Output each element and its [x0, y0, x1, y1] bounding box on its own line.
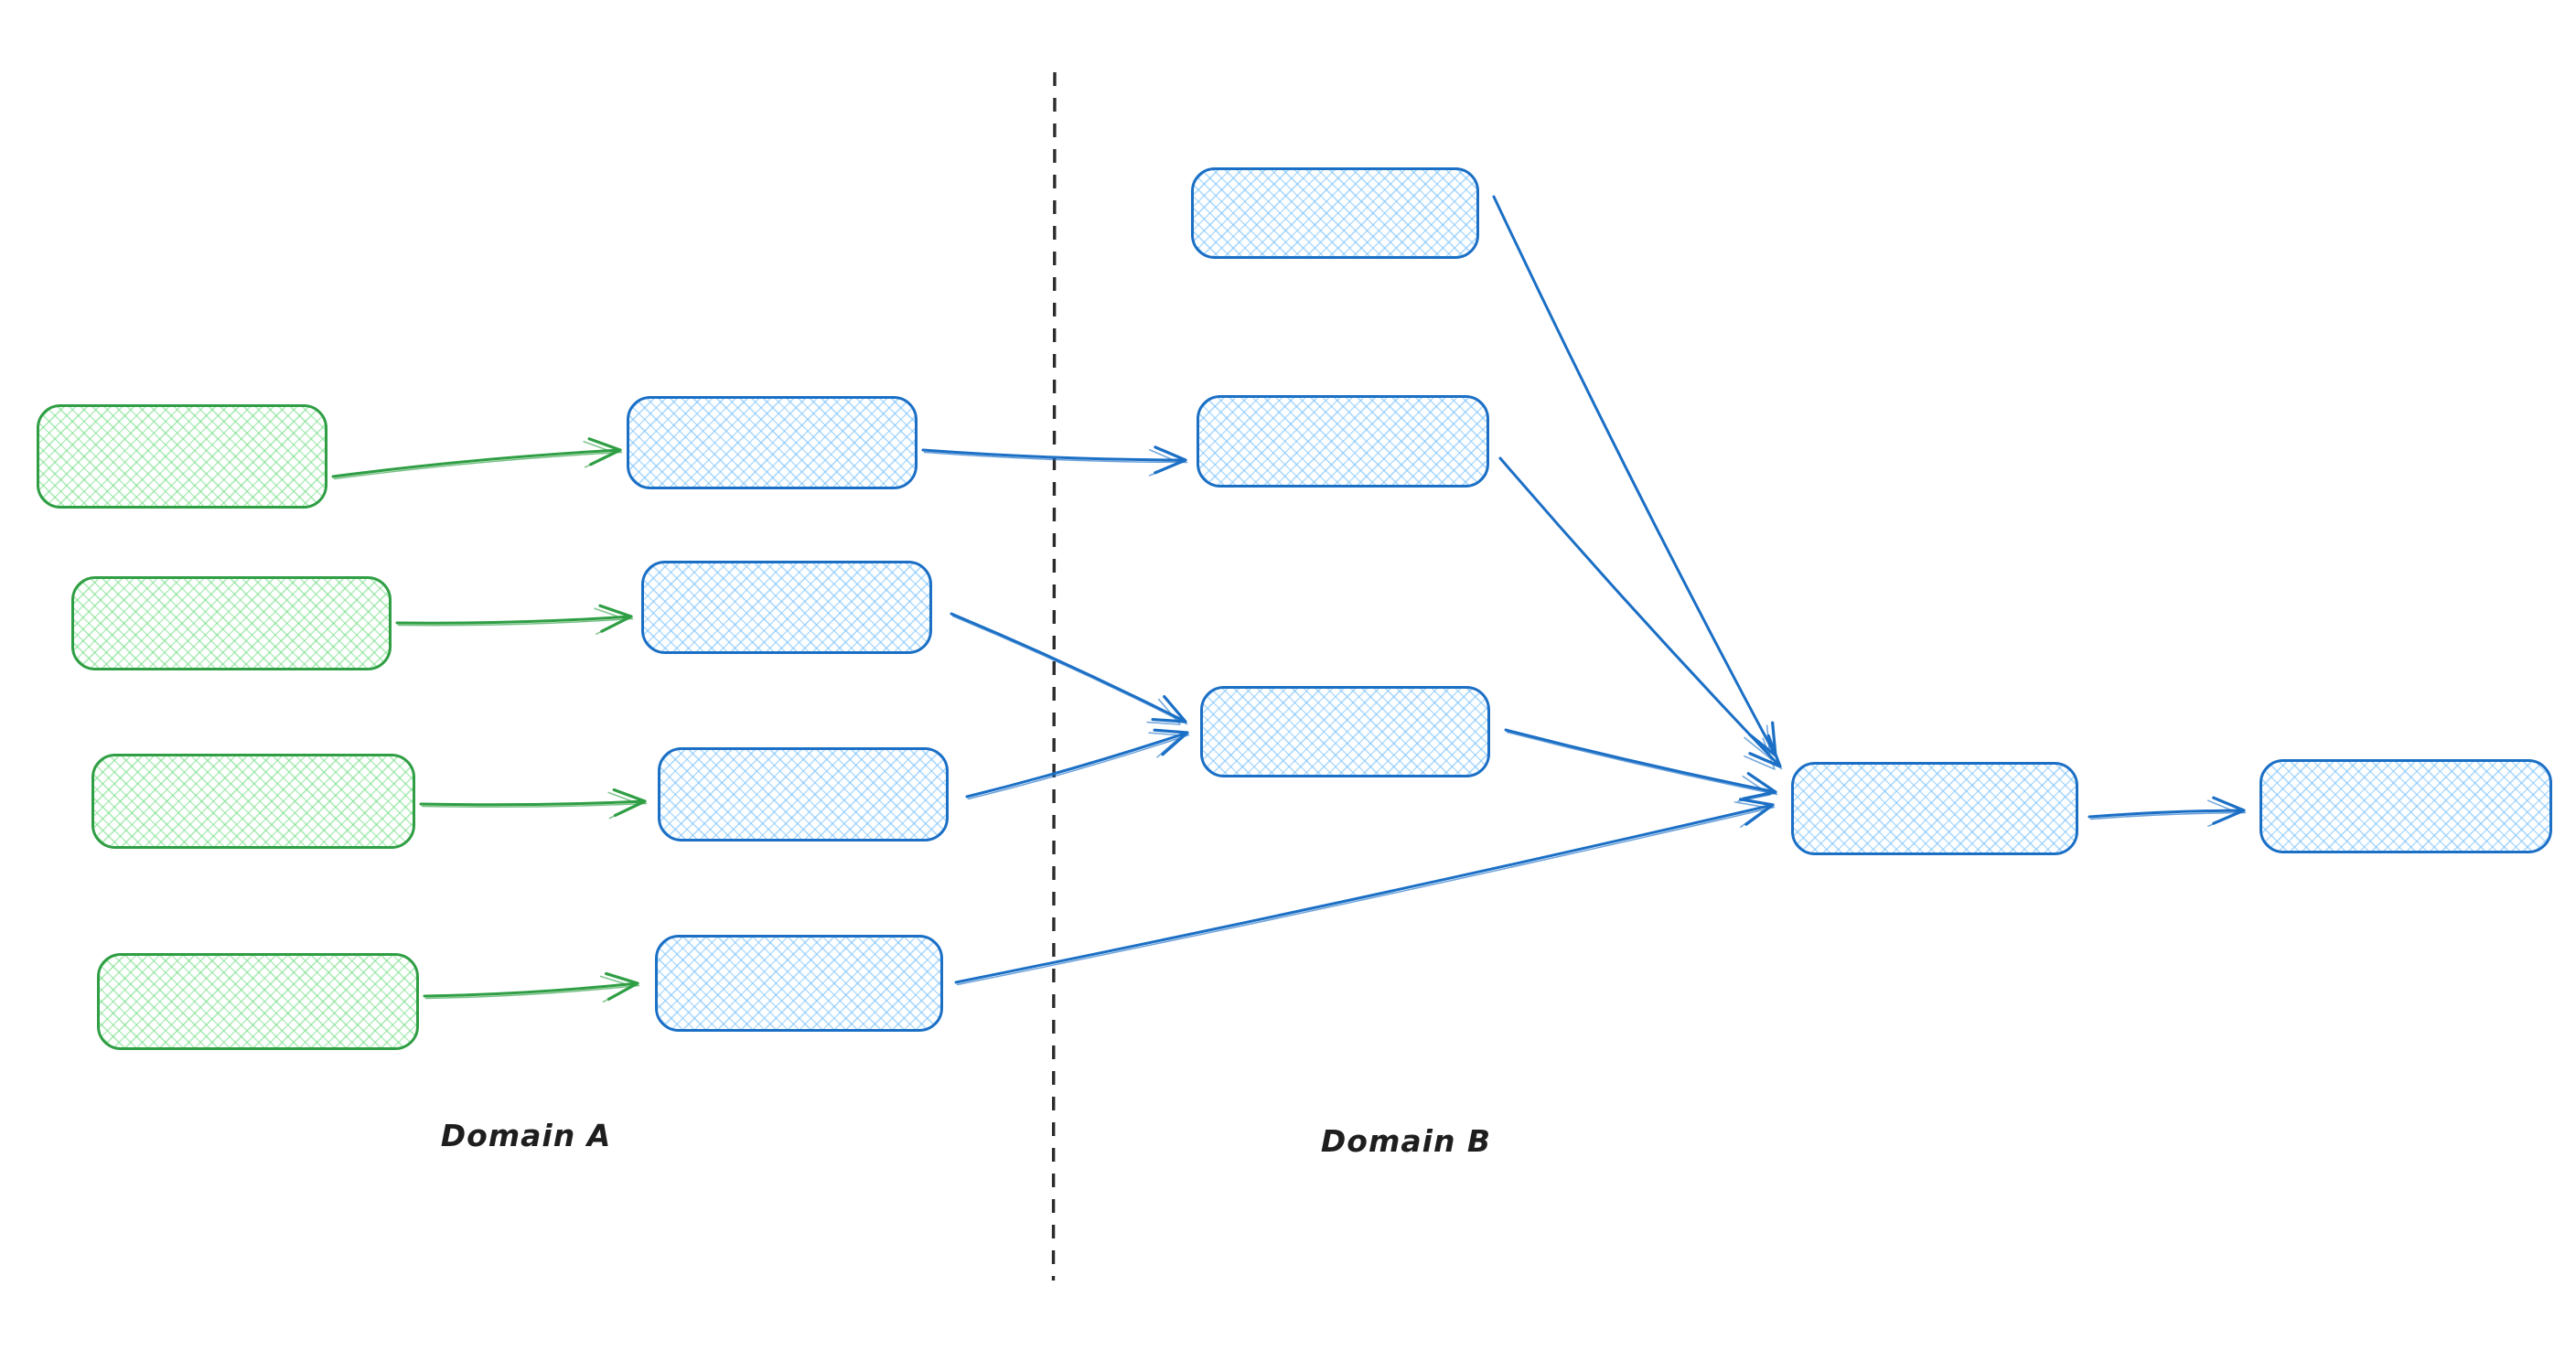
arrow-m4-b4[interactable] — [954, 798, 1776, 986]
arrow-m1-b2[interactable] — [921, 445, 1188, 477]
node-b2[interactable] — [1197, 395, 1489, 488]
domain-divider-dashed-line[interactable] — [1051, 71, 1057, 1281]
arrow-m3-b3[interactable] — [965, 728, 1190, 800]
domain-b-label[interactable]: Domain B — [1320, 1123, 1492, 1159]
node-b5[interactable] — [2259, 759, 2552, 853]
node-a4[interactable] — [97, 953, 419, 1050]
node-m2[interactable] — [641, 561, 932, 654]
arrow-m2-b3[interactable] — [950, 612, 1188, 725]
node-m4[interactable] — [655, 935, 943, 1032]
arrow-a1-m1[interactable] — [331, 437, 623, 480]
arrow-b2-b4[interactable] — [1498, 456, 1783, 770]
node-a2[interactable] — [71, 576, 392, 670]
arrow-b3-b4[interactable] — [1504, 728, 1778, 802]
arrow-b1-b4[interactable] — [1492, 195, 1778, 759]
node-b4[interactable] — [1791, 762, 2078, 855]
domain-a-label[interactable]: Domain A — [440, 1118, 612, 1153]
node-b3[interactable] — [1200, 686, 1490, 777]
arrow-a2-m2[interactable] — [395, 604, 634, 635]
node-a3[interactable] — [91, 754, 415, 849]
arrow-b4-b5[interactable] — [2088, 796, 2247, 828]
node-m3[interactable] — [658, 747, 949, 841]
arrow-a4-m4[interactable] — [423, 971, 640, 1003]
node-b1[interactable] — [1191, 167, 1479, 259]
arrow-a3-m3[interactable] — [419, 788, 648, 820]
node-a1[interactable] — [37, 404, 327, 509]
node-m1[interactable] — [627, 396, 918, 489]
